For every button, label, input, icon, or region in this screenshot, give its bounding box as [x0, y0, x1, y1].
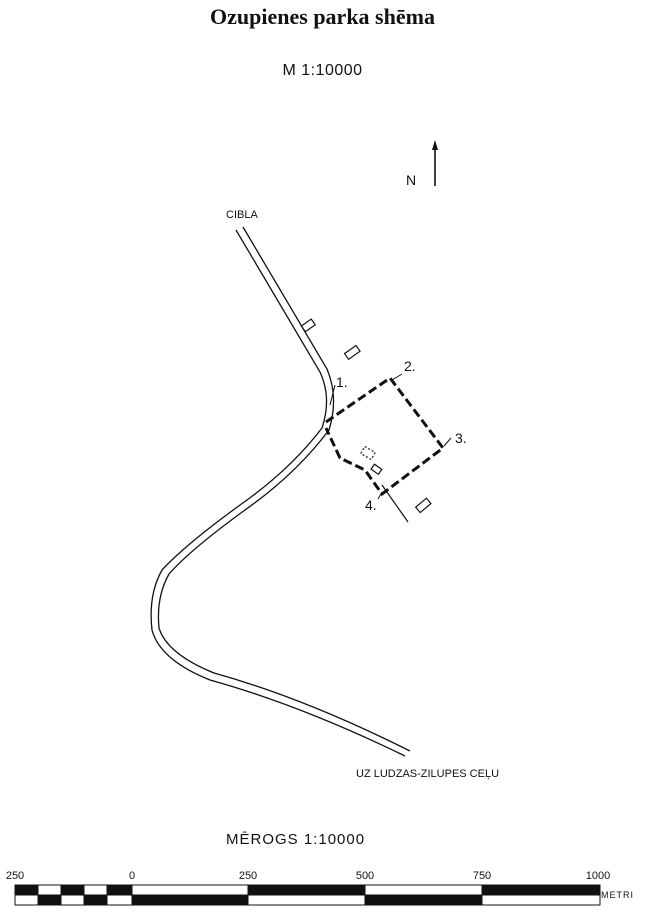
scale-tick: 250: [5, 870, 25, 882]
place-label-ludzas-zilupes: UZ LUDZAS-ZILUPES CEĻU: [356, 768, 500, 780]
buildings: [300, 318, 432, 514]
scale-bar: [14, 884, 601, 906]
north-label: N: [406, 172, 417, 188]
scale-tick: 500: [355, 870, 375, 882]
place-label-cibla: CIBLA: [226, 209, 258, 221]
map-title: Ozupienes parka shēma: [210, 4, 435, 29]
scale-tick: 250: [238, 870, 258, 882]
north-arrow-icon: [432, 140, 438, 186]
park-boundary: [324, 375, 446, 497]
scale-bar-title: MĒROGS 1:10000: [226, 831, 366, 848]
corner-point-4: 4.: [365, 497, 377, 513]
corner-point-1: 1.: [336, 374, 348, 390]
corner-point-2: 2.: [404, 358, 416, 374]
scale-tick: 0: [128, 870, 136, 882]
scale-unit: METRI: [601, 890, 634, 900]
scale-ratio: M 1:10000: [282, 62, 363, 79]
scale-tick: 1000: [585, 870, 611, 882]
label-leaders: [329, 373, 452, 500]
scale-tick: 750: [472, 870, 492, 882]
corner-point-3: 3.: [455, 430, 467, 446]
road: [150, 226, 411, 757]
